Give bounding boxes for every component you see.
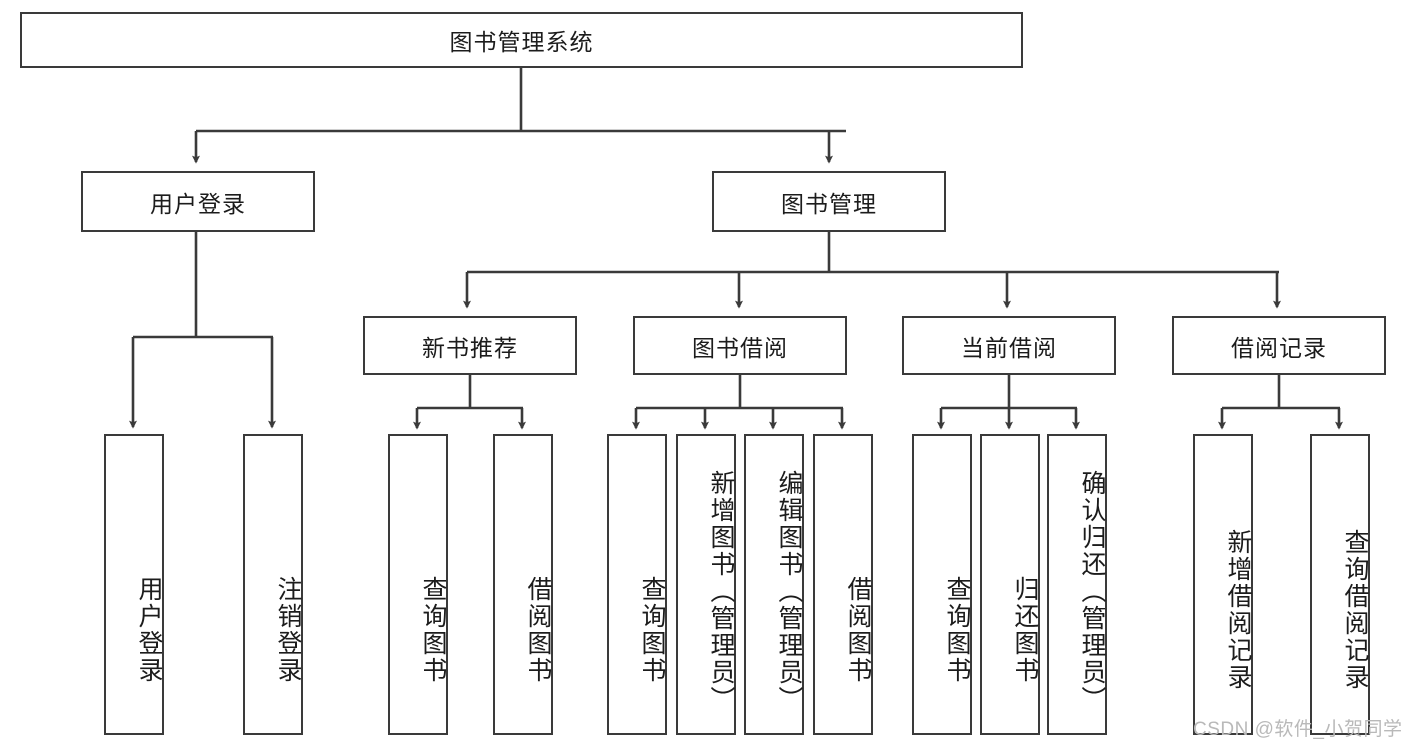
- node-label: 借阅图书: [524, 575, 552, 684]
- node-label: 归还图书: [1011, 575, 1039, 684]
- leaf-current-return-book[interactable]: 归还图书: [980, 434, 1040, 735]
- node-label: 用户登录: [150, 190, 246, 217]
- node-label: 注销登录: [274, 575, 302, 684]
- leaf-recommend-query-book[interactable]: 查询图书: [388, 434, 448, 735]
- node-borrow-record[interactable]: 借阅记录: [1172, 316, 1386, 375]
- leaf-borrow-query-book[interactable]: 查询图书: [607, 434, 667, 735]
- node-label: 新增图书（管理员）: [707, 470, 735, 713]
- leaf-record-query-borrow-record[interactable]: 查询借阅记录: [1310, 434, 1370, 735]
- node-current-borrow[interactable]: 当前借阅: [902, 316, 1116, 375]
- leaf-recommend-borrow-book[interactable]: 借阅图书: [493, 434, 553, 735]
- node-label: 确认归还（管理员）: [1078, 470, 1106, 713]
- node-new-book-recommend[interactable]: 新书推荐: [363, 316, 577, 375]
- node-label: 新增借阅记录: [1224, 528, 1252, 691]
- node-label: 查询图书: [419, 575, 447, 684]
- node-label: 编辑图书（管理员）: [775, 470, 803, 713]
- node-label: 借阅记录: [1231, 334, 1327, 361]
- leaf-current-confirm-return-admin[interactable]: 确认归还（管理员）: [1047, 434, 1107, 735]
- node-label: 查询图书: [638, 575, 666, 684]
- node-label: 查询图书: [943, 575, 971, 684]
- node-label: 图书管理系统: [449, 29, 594, 55]
- csdn-watermark: CSDN @软件_小贺同学: [1193, 719, 1403, 740]
- leaf-current-query-book[interactable]: 查询图书: [912, 434, 972, 735]
- leaf-borrow-add-book-admin[interactable]: 新增图书（管理员）: [676, 434, 736, 735]
- node-label: 当前借阅: [961, 334, 1057, 361]
- node-label: 图书借阅: [692, 334, 788, 361]
- node-book-borrow[interactable]: 图书借阅: [633, 316, 847, 375]
- node-label: 查询借阅记录: [1341, 528, 1369, 691]
- node-label: 用户登录: [135, 575, 163, 684]
- node-book-management[interactable]: 图书管理: [712, 171, 946, 232]
- leaf-user-login-logout[interactable]: 注销登录: [243, 434, 303, 735]
- leaf-user-login-login[interactable]: 用户登录: [104, 434, 164, 735]
- node-label: 图书管理: [781, 190, 877, 217]
- leaf-borrow-borrow-book[interactable]: 借阅图书: [813, 434, 873, 735]
- node-label: 借阅图书: [844, 575, 872, 684]
- leaf-borrow-edit-book-admin[interactable]: 编辑图书（管理员）: [744, 434, 804, 735]
- node-user-login[interactable]: 用户登录: [81, 171, 315, 232]
- leaf-record-add-borrow-record[interactable]: 新增借阅记录: [1193, 434, 1253, 735]
- node-label: 新书推荐: [422, 334, 518, 361]
- node-root-book-management-system[interactable]: 图书管理系统: [20, 12, 1023, 68]
